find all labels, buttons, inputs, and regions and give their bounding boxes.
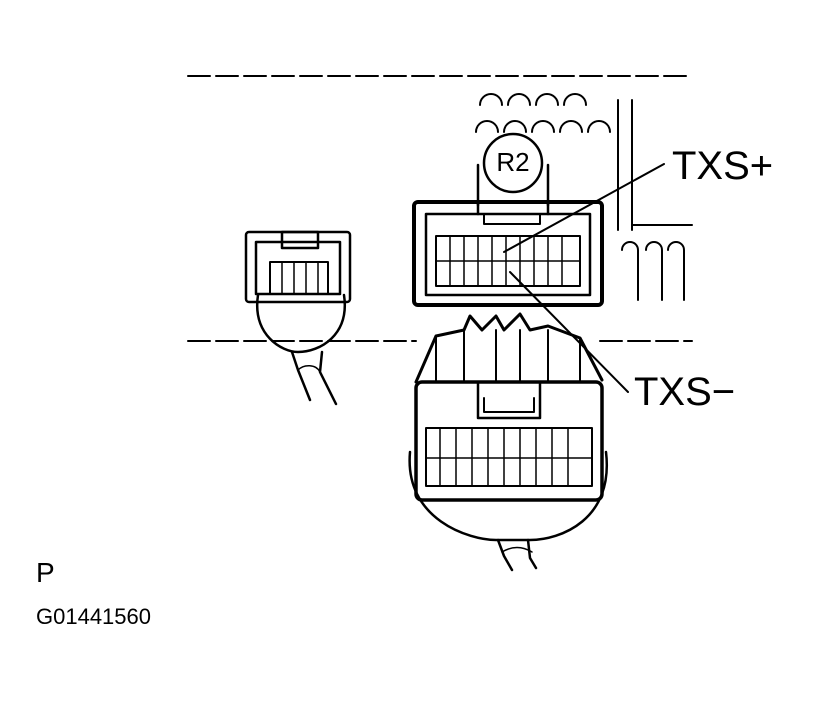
background-relay-bumps (475, 93, 693, 301)
terminal-txs-plus-label: TXS+ (672, 144, 774, 188)
connector-id-label: R2 (496, 147, 530, 177)
figure-code-label: G01441560 (36, 604, 151, 629)
vehicle-side-connector-drawing (412, 200, 604, 307)
connector-tag-r2 (476, 132, 550, 207)
view-letter-label: P (36, 557, 55, 588)
wire-harness-connector-drawing (408, 312, 609, 572)
leader-lines (503, 163, 665, 393)
small-side-connector-drawing (244, 230, 352, 406)
terminal-txs-minus-label: TXS− (634, 370, 736, 414)
panel-dashed-lines (187, 75, 693, 342)
